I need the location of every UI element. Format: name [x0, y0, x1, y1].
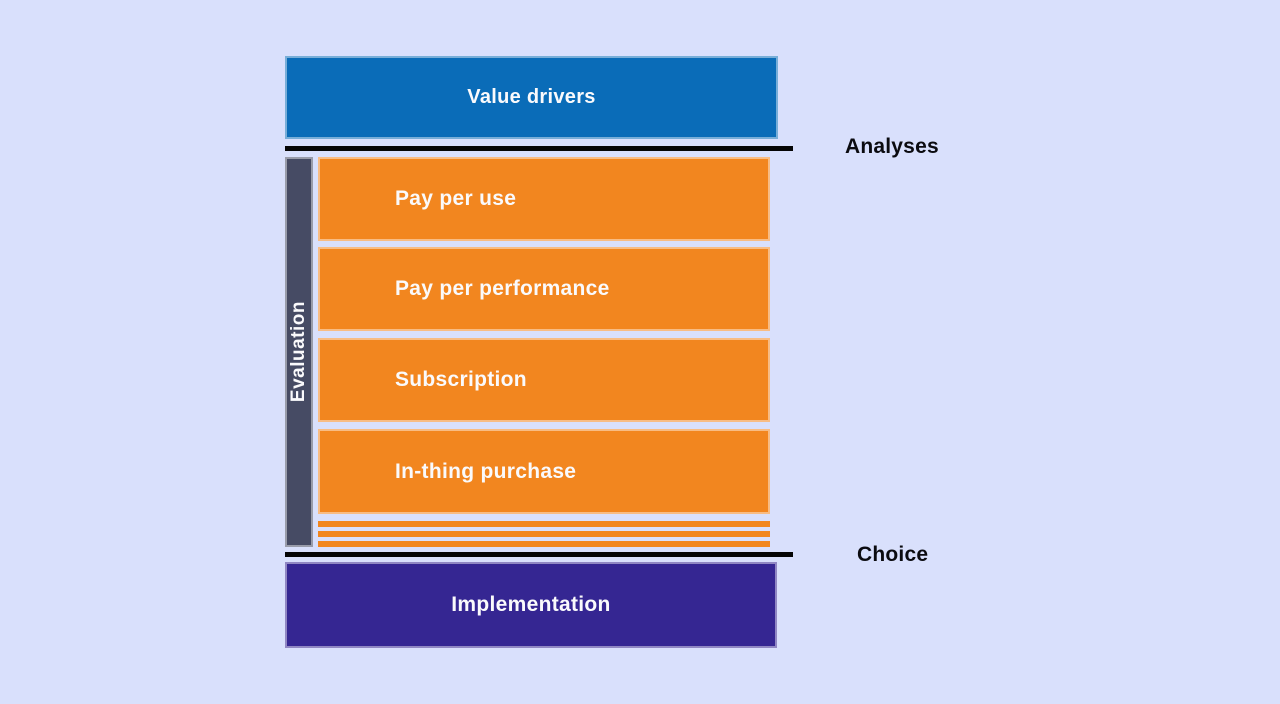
truncated-option-strip [318, 541, 770, 547]
implementation-box: Implementation [285, 562, 777, 648]
option-label: Subscription [395, 368, 527, 391]
value-drivers-label: Value drivers [467, 86, 596, 108]
option-label: In-thing purchase [395, 459, 577, 483]
evaluation-label: Evaluation [288, 301, 309, 403]
implementation-label: Implementation [451, 593, 611, 616]
option-box-pay-per-use: Pay per use [318, 157, 770, 241]
analyses-label: Analyses [845, 135, 939, 158]
value-drivers-box: Value drivers [285, 56, 778, 139]
truncated-option-strip [318, 531, 770, 537]
choice-label: Choice [857, 543, 929, 566]
analyses-divider-line [285, 146, 793, 151]
evaluation-sidebar: Evaluation [285, 157, 313, 547]
option-label: Pay per performance [395, 277, 610, 300]
option-box-subscription: Subscription [318, 338, 770, 422]
option-box-in-thing-purchase: In-thing purchase [318, 429, 770, 514]
choice-divider-line [285, 552, 793, 557]
option-label: Pay per use [395, 187, 517, 210]
truncated-option-strip [318, 521, 770, 527]
option-box-pay-per-performance: Pay per performance [318, 247, 770, 331]
